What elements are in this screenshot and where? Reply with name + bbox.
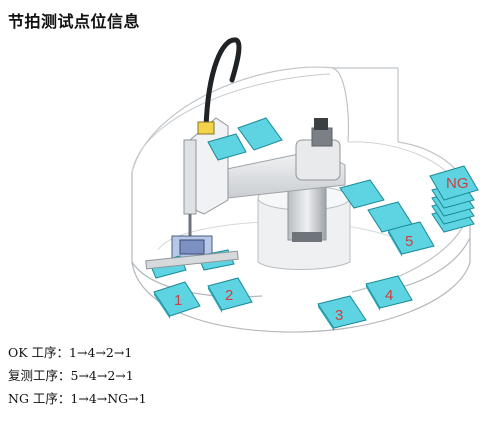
cable-hose [203,37,242,131]
page-title: 节拍测试点位信息 [8,12,141,31]
tray-4: 4 [365,275,413,311]
robot-arm [221,118,346,199]
tray-2: 2 [207,277,253,313]
sequence-ng: NG 工序：1→4→NG→1 [8,391,147,406]
sequence-ok: OK 工序：1→4→2→1 [8,345,133,360]
tray-back [207,117,283,161]
tray-1-label: 1 [174,292,182,309]
sequence-retest: 复测工序：5→4→2→1 [8,368,134,383]
tray-3: 3 [317,295,367,331]
tray-5: 5 [387,221,435,257]
tray-3-label: 3 [335,307,343,324]
tray-2-label: 2 [225,287,233,304]
tray-stack-middle [339,179,413,233]
ng-tray-label: NG [446,175,469,192]
gripper-fixture [145,249,239,279]
fence-top-rim [131,73,331,173]
tray-5-label: 5 [405,233,413,250]
tray-1: 1 [153,281,201,319]
ng-tray-stack: NG [429,165,479,233]
tray-4-label: 4 [385,287,393,304]
